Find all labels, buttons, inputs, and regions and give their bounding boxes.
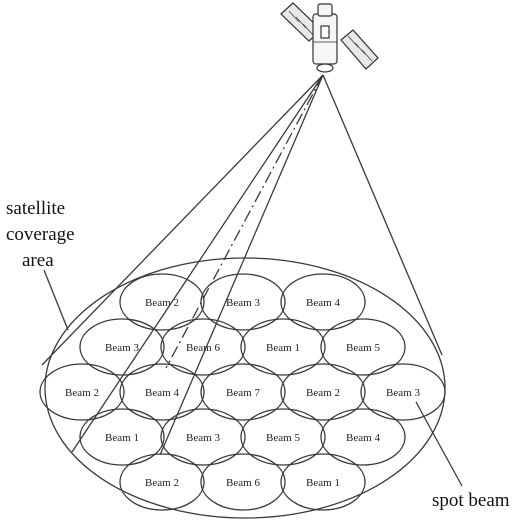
satellite-icon	[280, 2, 379, 73]
spot-beam-cell	[119, 273, 205, 331]
spot-beam-cell	[160, 318, 246, 376]
spot-beam-label: Beam 6	[226, 477, 260, 489]
spot-beam-label: Beam 4	[145, 387, 179, 399]
spot-beam-label: Beam 2	[65, 387, 99, 399]
spot-beam-label: Beam 1	[105, 432, 139, 444]
projection-lines	[41, 74, 443, 456]
spot-beam-cell	[360, 363, 446, 421]
spot-beam-cell	[200, 363, 286, 421]
spot-beam-label: spot beam	[432, 490, 510, 511]
spot-beam-cell	[79, 408, 165, 466]
spot-beam-callout: spot beam	[415, 401, 510, 511]
spot-beam-label: Beam 7	[226, 387, 260, 399]
spot-beam-cell	[119, 453, 205, 511]
spot-beam-label: Beam 3	[226, 297, 260, 309]
spot-beam-cell	[160, 408, 246, 466]
satellite-body	[312, 3, 338, 73]
solar-panel-right	[340, 29, 379, 70]
coverage-label-line-2: coverage	[6, 224, 75, 245]
spot-beam-cell	[200, 453, 286, 511]
spot-beam-cell	[240, 318, 326, 376]
spot-beam-label: Beam 1	[266, 342, 300, 354]
spot-beam-cell	[200, 273, 286, 331]
spot-beam-cells	[39, 273, 446, 511]
spot-beam-cell	[280, 273, 366, 331]
spot-beam-labels: Beam 2 Beam 3 Beam 4 Beam 3 Beam 6 Beam 1 Beam…	[65, 297, 420, 489]
coverage-area-callout: satellite coverage area	[6, 198, 75, 331]
spot-beam-cell	[119, 363, 205, 421]
spot-beam-label: Beam 5	[266, 432, 300, 444]
coverage-label-line-3: area	[22, 250, 54, 271]
spot-beam-cell	[320, 318, 406, 376]
spot-beam-label: Beam 1	[306, 477, 340, 489]
spot-beam-cell	[280, 363, 366, 421]
spot-beam-cell	[79, 318, 165, 376]
spot-beam-leader-line	[415, 401, 463, 487]
spot-beam-label: Beam 3	[186, 432, 220, 444]
spot-beam-label: Beam 4	[306, 297, 340, 309]
spot-beam-cell	[39, 363, 125, 421]
spot-beam-cell	[280, 453, 366, 511]
spot-beam-label: Beam 4	[346, 432, 380, 444]
spot-beam-label: Beam 5	[346, 342, 380, 354]
spot-beam-label: Beam 2	[145, 477, 179, 489]
spot-beam-cell	[240, 408, 326, 466]
spot-beam-cell	[320, 408, 406, 466]
spot-beam-label: Beam 3	[105, 342, 139, 354]
spot-beam-label: Beam 2	[145, 297, 179, 309]
coverage-label-line-1: satellite	[6, 198, 65, 219]
coverage-leader-line	[43, 269, 69, 331]
spot-beam-label: Beam 6	[186, 342, 220, 354]
spot-beam-label: Beam 2	[306, 387, 340, 399]
spot-beam-label: Beam 3	[386, 387, 420, 399]
